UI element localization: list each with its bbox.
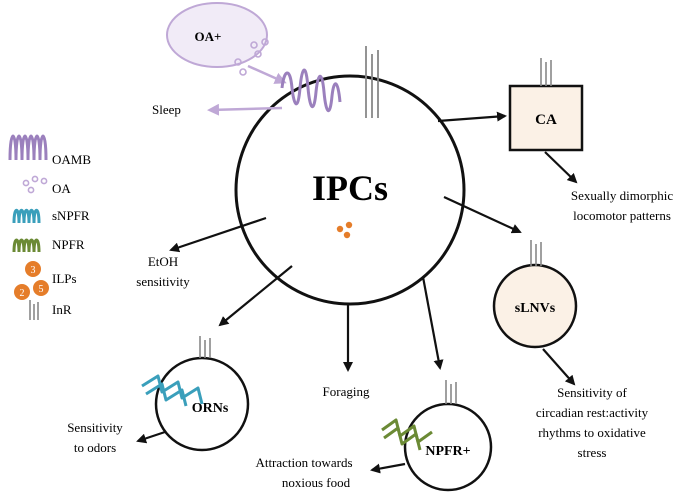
- etoh-label-line2: sensitivity: [136, 274, 190, 289]
- ca-node: CA: [508, 84, 584, 152]
- ilp-granules: [336, 221, 353, 239]
- arrows: [136, 103, 578, 474]
- ilp-number: 2: [20, 288, 25, 299]
- orns-label: ORNs: [192, 401, 229, 416]
- ca-to-sex-arrow: [544, 151, 578, 184]
- etoh-label-line1: EtOH: [148, 254, 178, 269]
- ipc-oamb-receptor: [280, 68, 342, 112]
- oa-to-ipc-arrow: [247, 64, 287, 84]
- npfr-to-food-arrow: [370, 462, 406, 474]
- ipc-to-sleep-arrow: [207, 103, 283, 116]
- ipc-to-etoh-arrow: [169, 216, 267, 253]
- oa-plus-node: OA+: [166, 2, 268, 68]
- npfr-plus-npfr-receptor: [381, 418, 433, 444]
- oa-plus-label: OA+: [195, 29, 222, 44]
- slnvs-inr-receptor: [530, 240, 542, 266]
- ca-label: CA: [535, 112, 557, 128]
- ilp-number: 3: [31, 265, 36, 276]
- npfr-legend-icon: [12, 238, 41, 253]
- ilp-number: 5: [39, 284, 44, 295]
- ipcs-node: IPCs: [234, 74, 466, 306]
- odors-label-line2: to odors: [74, 440, 116, 455]
- oamb-legend-icon: [8, 134, 48, 161]
- npfr-plus-node: NPFR+: [403, 402, 493, 492]
- orns-to-odors-arrow: [136, 430, 166, 444]
- ipc-to-orns-arrow: [218, 265, 293, 327]
- npfr-plus-npfr-receptor-2: [383, 426, 422, 451]
- circadian-label-line4: stress: [578, 445, 607, 460]
- npfr-plus-label: NPFR+: [425, 444, 470, 459]
- ca-inr-receptor: [540, 58, 552, 86]
- ipc-to-ca-arrow: [437, 111, 507, 123]
- food-label-line1: Attraction towards: [255, 455, 352, 470]
- legend-oamb-label: OAMB: [52, 152, 91, 167]
- circadian-label-line3: rhythms to oxidative: [538, 425, 646, 440]
- odors-label-line1: Sensitivity: [67, 420, 123, 435]
- orns-snpfr-receptor: [141, 374, 204, 405]
- snpfr-legend-icon: [12, 208, 41, 224]
- slnvs-to-circadian-arrow: [542, 348, 576, 386]
- sex-label-line2: locomotor patterns: [573, 208, 671, 223]
- legend-oa-label: OA: [52, 181, 71, 196]
- ipcs-label: IPCs: [312, 168, 388, 208]
- oa-release-dots: [234, 38, 269, 76]
- ilps-legend-icon: 3 2 5: [14, 261, 49, 300]
- legend-snpfr-label: sNPFR: [52, 208, 90, 223]
- orns-snpfr-receptor-2: [145, 382, 188, 407]
- foraging-label: Foraging: [323, 384, 370, 399]
- legend-inr-label: InR: [52, 302, 72, 317]
- oa-legend-icon: [22, 175, 48, 194]
- food-label-line2: noxious food: [282, 475, 351, 490]
- orns-inr-receptor: [199, 336, 211, 358]
- slnvs-label: sLNVs: [515, 301, 556, 316]
- ipc-to-npfr-arrow: [421, 276, 444, 370]
- circadian-label-line1: Sensitivity of: [557, 385, 627, 400]
- legend-ilps-label: ILPs: [52, 271, 77, 286]
- ipc-to-slnvs-arrow: [443, 196, 522, 234]
- slnvs-node: sLNVs: [492, 263, 578, 349]
- sex-label-line1: Sexually dimorphic: [571, 188, 673, 203]
- npfr-inr-receptor: [445, 380, 457, 404]
- inr-legend-icon: [29, 300, 39, 320]
- legend: OAMB OA sNPFR NPFR 3 2 5 ILPs InR: [8, 134, 91, 320]
- circadian-label-line2: circadian rest:activity: [536, 405, 649, 420]
- legend-npfr-label: NPFR: [52, 237, 85, 252]
- ipc-inr-receptor: [365, 46, 379, 118]
- sleep-label: Sleep: [152, 102, 181, 117]
